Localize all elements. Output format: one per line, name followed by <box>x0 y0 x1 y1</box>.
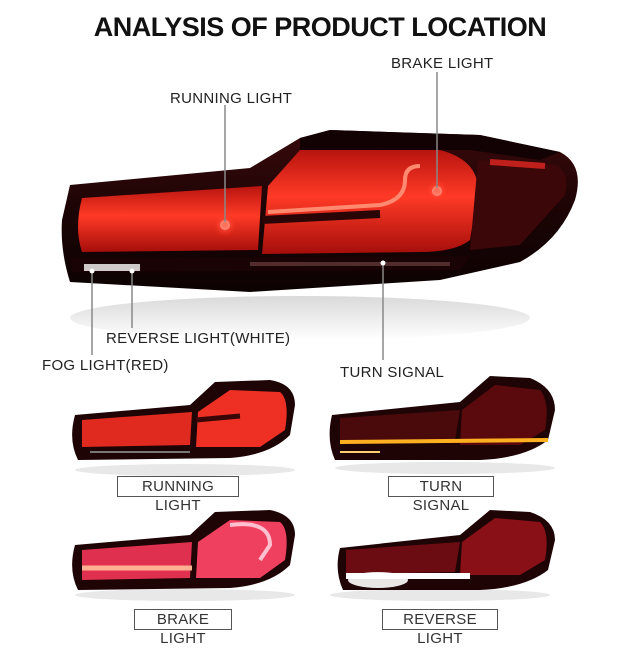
main-left-lens <box>78 186 262 252</box>
callout-fog-light: FOG LIGHT(RED) <box>42 357 169 374</box>
lamp-brake-light <box>72 510 295 601</box>
caption-reverse-light: REVERSE LIGHT <box>382 609 498 647</box>
lamp-reverse-light <box>330 510 555 601</box>
callout-running-light: RUNNING LIGHT <box>170 90 293 107</box>
callout-reverse-light: REVERSE LIGHT(WHITE) <box>106 330 291 347</box>
main-right-lens <box>262 150 478 254</box>
main-reflection <box>70 296 530 340</box>
callout-lines <box>91 72 438 360</box>
caption-turn-signal: TURN SIGNAL <box>388 476 494 514</box>
lamp-turn-signal <box>329 376 555 474</box>
lamp-running-light <box>72 380 295 476</box>
callout-turn-signal: TURN SIGNAL <box>340 364 445 381</box>
page-title: ANALYSIS OF PRODUCT LOCATION <box>93 12 547 42</box>
caption-brake-light: BRAKE LIGHT <box>134 609 232 647</box>
main-light-bar <box>267 164 421 214</box>
callout-brake-light: BRAKE LIGHT <box>391 55 494 72</box>
caption-running-light: RUNNING LIGHT <box>117 476 239 514</box>
